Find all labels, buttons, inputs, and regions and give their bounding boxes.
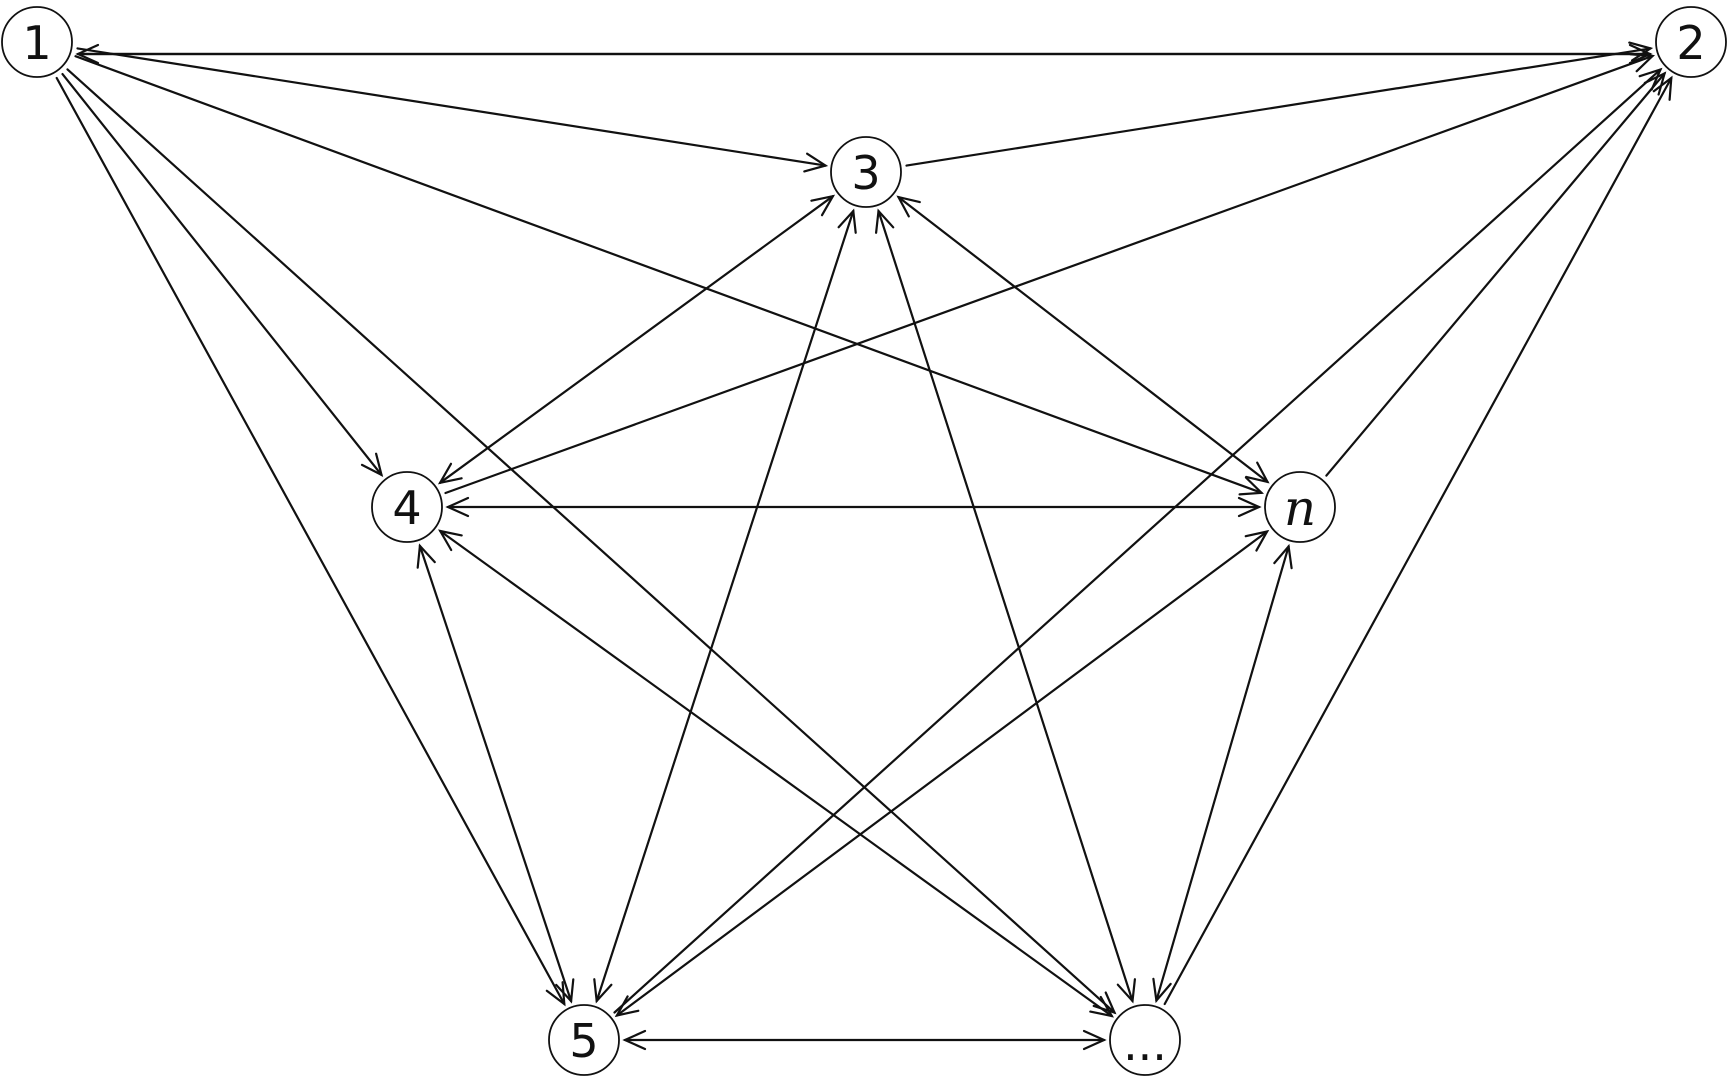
edge-1-to-2 <box>76 43 1653 65</box>
node-1: 1 <box>1 6 73 78</box>
node-label: 5 <box>569 1014 598 1068</box>
node-label: ... <box>1123 1017 1167 1071</box>
node-circle <box>1 6 73 78</box>
edge-3-to-5 <box>593 208 857 1004</box>
edge-3-to-dots <box>874 208 1137 1004</box>
edge-dots-to-2 <box>1163 75 1673 1006</box>
node-label: 3 <box>851 146 880 200</box>
node-circle <box>548 1004 620 1076</box>
edges-layer <box>55 41 1673 1051</box>
node-circle <box>1264 471 1336 543</box>
edge-1-to-4 <box>61 72 384 477</box>
nodes-layer: 1 2 3 4 n 5... <box>1 6 1727 1076</box>
node-4: 4 <box>371 471 443 543</box>
edge-5-to-2 <box>613 67 1663 1014</box>
edge-1-to-3 <box>76 47 829 173</box>
node-label: n <box>1284 479 1316 537</box>
edge-5-to-n <box>614 529 1270 1018</box>
edge-4-to-5 <box>416 543 575 1004</box>
edge-3-to-2 <box>905 41 1654 167</box>
edge-4-to-2 <box>444 53 1656 495</box>
edge-5-to-dots <box>622 1029 1107 1051</box>
edge-4-to-dots <box>438 529 1114 1018</box>
node-label: 4 <box>392 481 421 535</box>
node-3: 3 <box>830 136 902 208</box>
node-circle <box>830 136 902 208</box>
node-circle <box>371 471 443 543</box>
edge-1-to-n <box>74 55 1265 496</box>
edge-3-to-4 <box>437 194 836 485</box>
node-label: 1 <box>22 16 51 70</box>
edge-n-to-2 <box>1325 71 1667 477</box>
edge-dots-to-n <box>1152 543 1293 1004</box>
node-circle <box>1655 6 1727 78</box>
edge-1-to-5 <box>55 76 566 1007</box>
node-ellipsis: ... <box>1109 1004 1181 1076</box>
node-label: 2 <box>1676 16 1705 70</box>
node-n: n <box>1264 471 1336 543</box>
node-2: 2 <box>1655 6 1727 78</box>
node-circle <box>1109 1004 1181 1076</box>
edge-3-to-n <box>896 195 1270 484</box>
node-5: 5 <box>548 1004 620 1076</box>
edge-4-to-n <box>445 496 1262 518</box>
edge-1-to-dots <box>66 68 1117 1015</box>
